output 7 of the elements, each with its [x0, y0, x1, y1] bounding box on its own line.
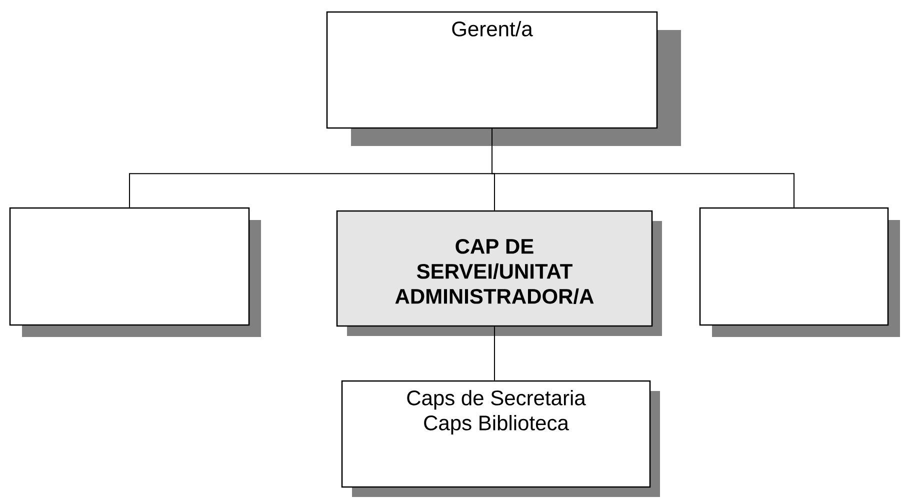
connector-line — [494, 326, 495, 381]
org-box: Caps de Secretaria Caps Biblioteca — [341, 380, 660, 497]
org-box: CAP DE SERVEI/UNITAT ADMINISTRADOR/A — [336, 210, 662, 336]
connector-line — [492, 128, 794, 208]
org-box: Gerent/a — [326, 11, 681, 146]
org-box — [699, 207, 900, 337]
org-box — [9, 207, 261, 337]
